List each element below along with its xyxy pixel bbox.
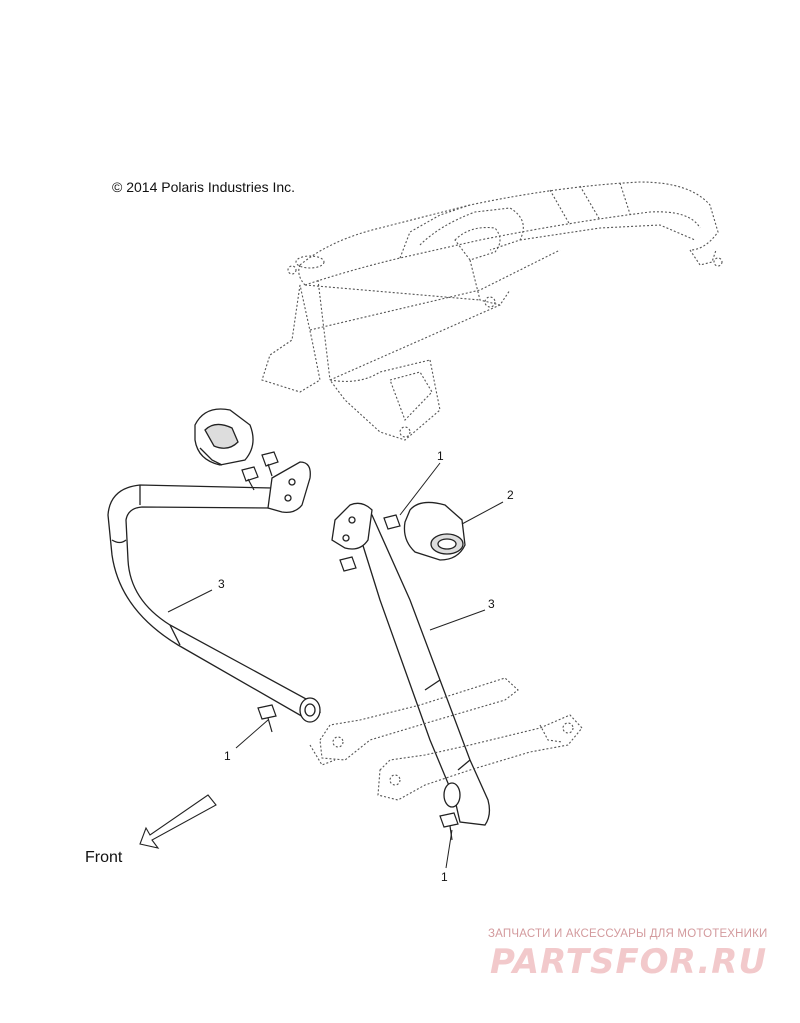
left-bumper-bar [107, 461, 322, 723]
left-cushion [194, 408, 254, 466]
footrest-rails [309, 677, 583, 801]
front-label: Front [85, 849, 123, 866]
front-arrow-icon [139, 794, 217, 849]
vehicle-frame [261, 181, 723, 441]
right-cushion [403, 501, 466, 561]
callout-leaders [167, 462, 504, 869]
callout-3-left: 3 [218, 577, 225, 591]
copyright-notice: © 2014 Polaris Industries Inc. [112, 179, 296, 195]
callout-1-top: 1 [437, 449, 444, 463]
left-bolts [241, 451, 279, 491]
right-bolts [339, 514, 401, 572]
right-bumper-bar [331, 502, 491, 826]
watermark-logo: PARTSFOR.RU [490, 942, 768, 982]
callout-2: 2 [507, 488, 514, 502]
callout-3-right: 3 [488, 597, 495, 611]
callout-1-left: 1 [224, 749, 231, 763]
callout-1-bottom: 1 [441, 870, 448, 884]
watermark-caption: ЗАПЧАСТИ И АКСЕССУАРЫ ДЛЯ МОТОТЕХНИКИ [488, 928, 768, 940]
lower-bolts [257, 704, 459, 841]
